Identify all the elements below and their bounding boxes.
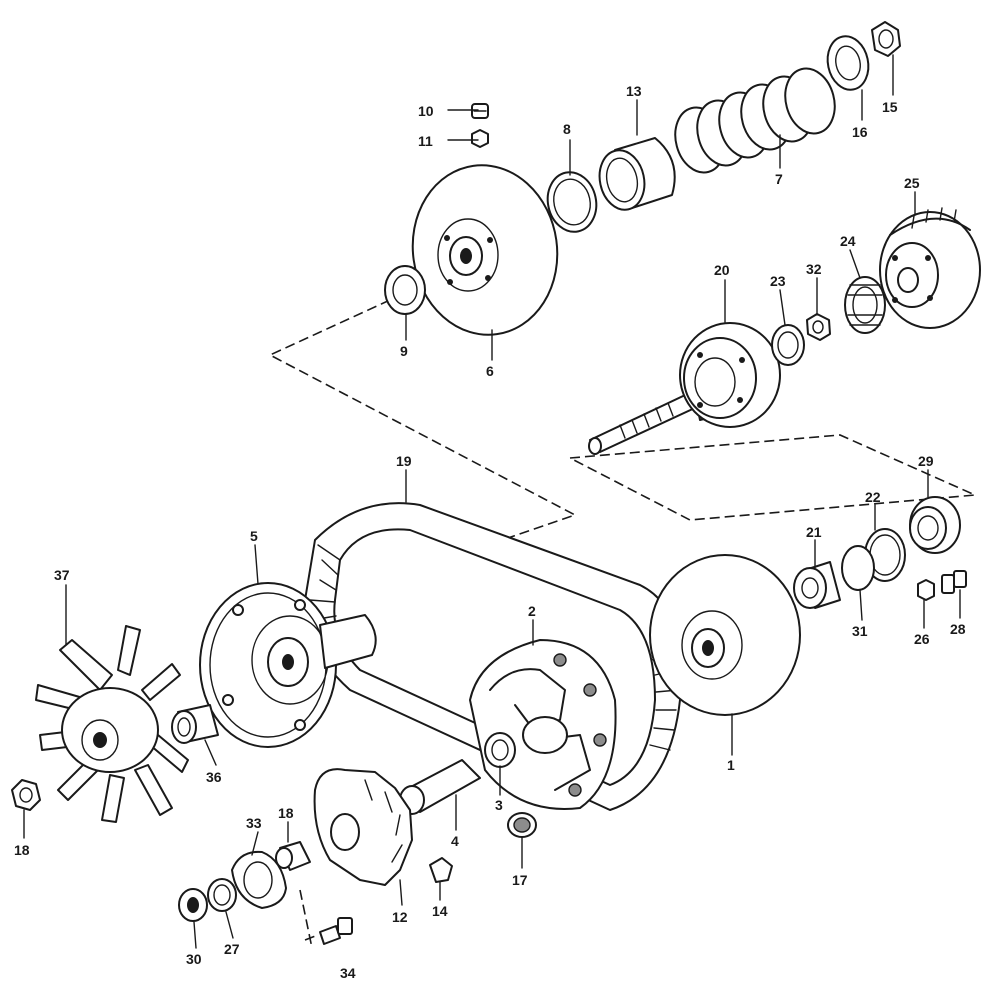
callout-19: 19 [396, 453, 412, 469]
callout-20: 20 [714, 262, 730, 278]
spring-seat-washer [826, 35, 870, 91]
spacer-ring [841, 545, 875, 591]
lock-nut [871, 21, 901, 57]
callout-17: 17 [512, 872, 528, 888]
seal-ring [384, 265, 426, 315]
bolt [471, 103, 489, 119]
callout-16: 16 [852, 124, 868, 140]
callout-25: 25 [904, 175, 920, 191]
callout-11: 11 [418, 133, 433, 149]
gasket-plate [231, 850, 287, 909]
clutch-housing [469, 639, 617, 810]
callout-34: 34 [340, 965, 356, 981]
ball-bearing [909, 496, 961, 554]
callout-labels: 10 11 8 13 7 16 15 9 6 20 23 32 24 25 19… [14, 83, 966, 981]
callout-33: 33 [246, 815, 262, 831]
callout-6: 6 [486, 363, 494, 379]
roller-weight [507, 812, 537, 838]
callout-12: 12 [392, 909, 408, 925]
drive-clutch-assembly [879, 207, 981, 329]
hex-nut [806, 313, 831, 341]
spacer-collar [171, 704, 219, 744]
needle-bearing [844, 276, 886, 334]
cooling-fan [35, 625, 189, 823]
leader-lines [23, 54, 961, 949]
nut-18-left [11, 779, 41, 811]
group-outline-upper [268, 299, 578, 576]
snap-ring [546, 171, 598, 233]
callout-36: 36 [206, 769, 222, 785]
output-shaft [588, 322, 781, 455]
callout-22: 22 [865, 489, 881, 505]
callout-28: 28 [950, 621, 966, 637]
collar-sleeve [598, 137, 676, 211]
movable-sheave [313, 768, 413, 886]
thrust-washer [771, 324, 805, 366]
slider-block [429, 857, 453, 883]
group-outline-right [569, 434, 979, 521]
callout-32: 32 [806, 261, 822, 277]
callout-18-bottom: 18 [278, 805, 294, 821]
callout-4: 4 [451, 833, 459, 849]
callout-26: 26 [914, 631, 930, 647]
bushing [484, 732, 516, 768]
callout-13: 13 [626, 83, 642, 99]
driven-pulley [649, 554, 801, 716]
callout-21: 21 [806, 524, 822, 540]
callout-8: 8 [563, 121, 571, 137]
collar [793, 561, 841, 609]
plug-nut [917, 579, 935, 601]
callout-1: 1 [727, 757, 735, 773]
callout-7: 7 [775, 171, 783, 187]
callout-29: 29 [918, 453, 934, 469]
oil-seal [207, 878, 237, 912]
callout-31: 31 [852, 623, 868, 639]
callout-10: 10 [418, 103, 434, 119]
nut [471, 129, 489, 148]
drive-plate [199, 582, 377, 748]
compression-spring [674, 67, 836, 174]
driven-plate [411, 164, 559, 336]
bolt-34 [299, 889, 353, 949]
callout-24: 24 [840, 233, 856, 249]
callout-2: 2 [528, 603, 536, 619]
bearing-30 [178, 888, 208, 922]
callout-5: 5 [250, 528, 258, 544]
callout-27: 27 [224, 941, 240, 957]
callout-3: 3 [495, 797, 503, 813]
shaft-sleeve [399, 759, 481, 815]
callout-15: 15 [882, 99, 898, 115]
nut-18-bottom [275, 841, 311, 871]
callout-9: 9 [400, 343, 408, 359]
bolt-28 [941, 570, 967, 594]
callout-30: 30 [186, 951, 202, 967]
callout-14: 14 [432, 903, 448, 919]
callout-18-left: 18 [14, 842, 30, 858]
callout-37: 37 [54, 567, 70, 583]
callout-23: 23 [770, 273, 786, 289]
